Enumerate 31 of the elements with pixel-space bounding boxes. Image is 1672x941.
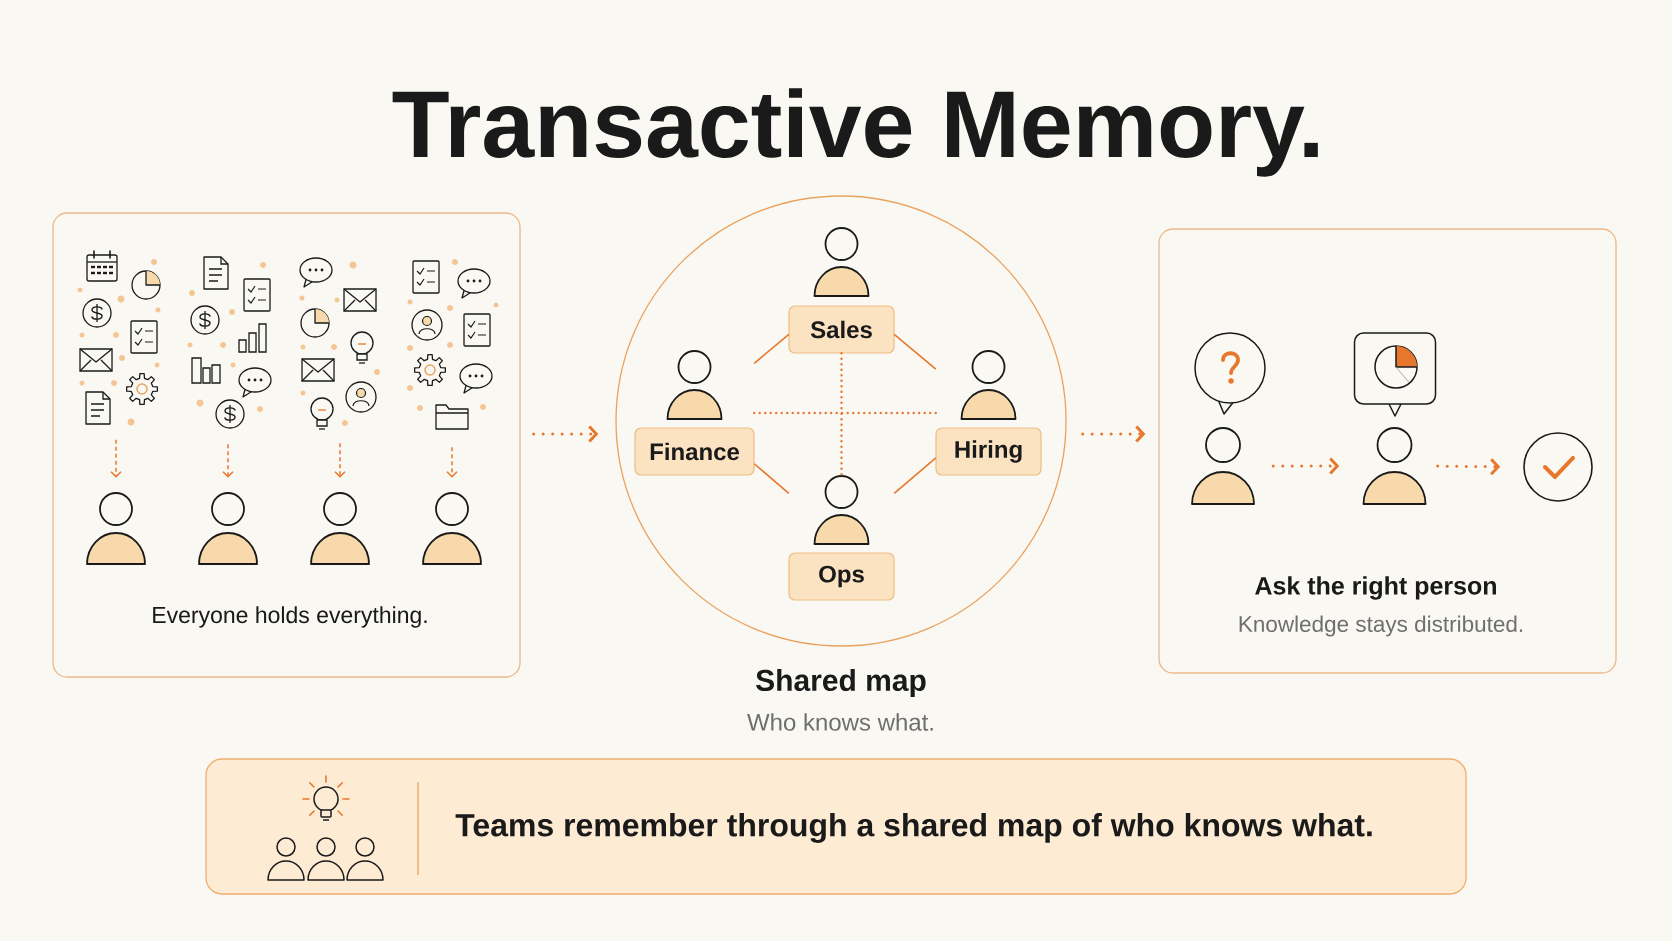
connector-line [753,333,790,365]
person-icon [422,492,482,565]
heading: Shared map [756,669,926,697]
heading: Ask the right person [1255,576,1496,600]
dotted-line [753,411,937,415]
connector-line [893,333,937,370]
label-box: Sales [788,305,895,354]
arrow [222,443,234,478]
person-icon [86,492,146,565]
label-box: Finance [634,427,755,476]
panel-text: Everyone holds everything. [153,606,427,628]
subtitle: Who knows what. [747,713,933,731]
arrow [334,442,346,478]
arrow [110,438,122,478]
arrow [446,446,458,478]
statement: Teams remember through a shared map of who knows what. [455,813,1372,843]
connector-line [753,462,790,495]
arrow [1081,425,1146,443]
label-box: Hiring [935,427,1042,476]
person-icon [1362,427,1427,505]
label-box: Ops [788,552,895,601]
subtitle: Knowledge stays distributed. [1239,615,1523,637]
person-icon [198,492,258,565]
person-icon [310,492,370,565]
person-icon [1191,427,1255,505]
dotted-line [840,352,843,477]
title: Transactive Memory. [392,88,1318,177]
arrow [532,425,599,443]
connector-line [893,457,937,495]
arrow [1271,457,1340,475]
arrow [1436,458,1501,476]
